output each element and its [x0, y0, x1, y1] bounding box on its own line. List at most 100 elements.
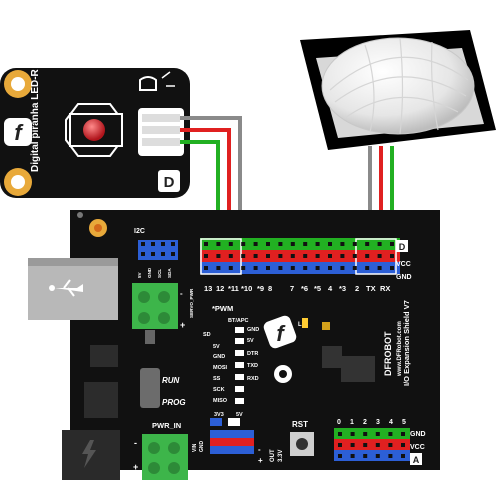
- digital-pin-6: *6: [301, 284, 308, 293]
- header-pin: [204, 254, 208, 258]
- apc-left-sd: SD: [203, 332, 211, 338]
- apc-right-txd: TXD: [247, 363, 258, 369]
- header-pin: [228, 266, 233, 270]
- header-pin: [340, 242, 345, 246]
- servo-pwr-label: SERVO_PWR: [189, 288, 194, 318]
- analog-vcc-label: VCC: [410, 444, 425, 451]
- led-module-title: Digital piranha LED-R: [30, 68, 41, 172]
- header-pin: [253, 254, 258, 258]
- servo-pwr-terminal: [132, 283, 178, 329]
- header-pin: [377, 254, 382, 258]
- pwr-in-plus: +: [133, 462, 138, 472]
- header-pin: [228, 242, 233, 246]
- header-pin: [161, 252, 165, 256]
- header-pin: [278, 254, 283, 258]
- header-pin: [377, 266, 382, 270]
- header-pin: [350, 454, 355, 458]
- digital-pin-tx: TX: [366, 284, 376, 293]
- pwm-label: *PWM: [212, 304, 233, 313]
- digital-pin-13: 13: [204, 284, 212, 293]
- apc-left-ss: SS: [213, 376, 221, 382]
- digital-gnd-label: GND: [396, 274, 412, 281]
- prog-label: PROG: [162, 398, 186, 407]
- digital-pin-11: *11: [228, 284, 239, 293]
- header-pin-dots: [141, 242, 405, 458]
- apc-header-label: BT/APC: [228, 318, 249, 324]
- header-pin: [340, 254, 345, 258]
- digital-pin-4: 4: [328, 284, 333, 293]
- header-pin: [216, 254, 221, 258]
- header-pin: [363, 432, 368, 436]
- vcc-plus: +: [258, 456, 263, 465]
- pwr-in-terminal: [142, 434, 188, 480]
- apc-right-rxd: RXD: [247, 376, 259, 382]
- header-pin: [278, 266, 283, 270]
- header-pin: [303, 254, 308, 258]
- volt-5v: 5V: [236, 412, 243, 418]
- header-pin: [151, 252, 155, 256]
- apc-left-mosi: MOSI: [213, 365, 228, 371]
- header-pin: [171, 252, 175, 256]
- i2c-pin-scl: SCL: [157, 269, 162, 278]
- shield-website: www.DFRobot.com: [397, 321, 403, 377]
- header-pin: [241, 242, 246, 246]
- pwr-in-label: PWR_IN: [152, 421, 181, 430]
- header-pin: [388, 432, 393, 436]
- apc-right-gnd: GND: [247, 327, 259, 333]
- analog-pin-3: 3: [376, 419, 380, 426]
- header-pin: [350, 443, 355, 447]
- header-pin: [266, 266, 270, 270]
- header-pin: [315, 242, 320, 246]
- header-pin: [328, 266, 332, 270]
- pwr-in-minus: -: [134, 438, 137, 448]
- i2c-pin-sda: SDA: [167, 268, 172, 278]
- digital-pin-10: *10: [241, 284, 252, 293]
- led-module: f Digital piranha LED-R D: [0, 68, 190, 198]
- apc-left-sck: SCK: [213, 387, 225, 393]
- digital-pin-5: *5: [314, 284, 321, 293]
- apc-left-5v: 5V: [213, 344, 220, 350]
- header-pin: [375, 432, 380, 436]
- apc-left-gnd: GND: [213, 354, 225, 360]
- header-pin: [377, 242, 382, 246]
- i2c-header: [138, 240, 178, 260]
- analog-gnd-label: GND: [410, 431, 426, 438]
- header-pin: [216, 242, 221, 246]
- header-pin: [151, 242, 155, 246]
- l-label: L: [298, 322, 302, 328]
- header-pin: [303, 266, 308, 270]
- shield-name: I/O Expansion Shield V7: [402, 300, 411, 386]
- header-pin: [338, 454, 342, 458]
- header-pin: [141, 242, 145, 246]
- header-pin: [171, 242, 175, 246]
- apc-right-dtr: DTR: [247, 351, 258, 357]
- header-pin: [253, 242, 258, 246]
- header-pin: [388, 443, 393, 447]
- digital-pin-rx: RX: [380, 284, 390, 293]
- i2c-pin-gnd: GND: [147, 267, 152, 278]
- header-pin: [338, 443, 342, 447]
- header-pin: [241, 266, 246, 270]
- analog-pin-1: 1: [350, 419, 354, 426]
- header-pin: [253, 266, 258, 270]
- led-d-badge: D: [164, 174, 175, 191]
- servo-plus: +: [180, 320, 185, 330]
- analog-pin-4: 4: [389, 419, 393, 426]
- pwr-in-pin-gnd: GND: [199, 441, 205, 453]
- header-pin: [363, 443, 368, 447]
- header-pin: [266, 242, 270, 246]
- header-pin: [228, 254, 233, 258]
- header-pin: [388, 454, 393, 458]
- header-pin: [328, 254, 332, 258]
- out-label: OUT: [270, 449, 276, 462]
- header-pin: [141, 252, 145, 256]
- digital-vcc-label: VCC: [396, 261, 411, 268]
- header-pin: [365, 254, 370, 258]
- header-pin: [161, 242, 165, 246]
- digital-pin-7: 7: [290, 284, 294, 293]
- analog-header: [334, 428, 410, 461]
- rst-label: RST: [292, 420, 308, 429]
- header-pin: [352, 242, 357, 246]
- header-pin: [266, 254, 270, 258]
